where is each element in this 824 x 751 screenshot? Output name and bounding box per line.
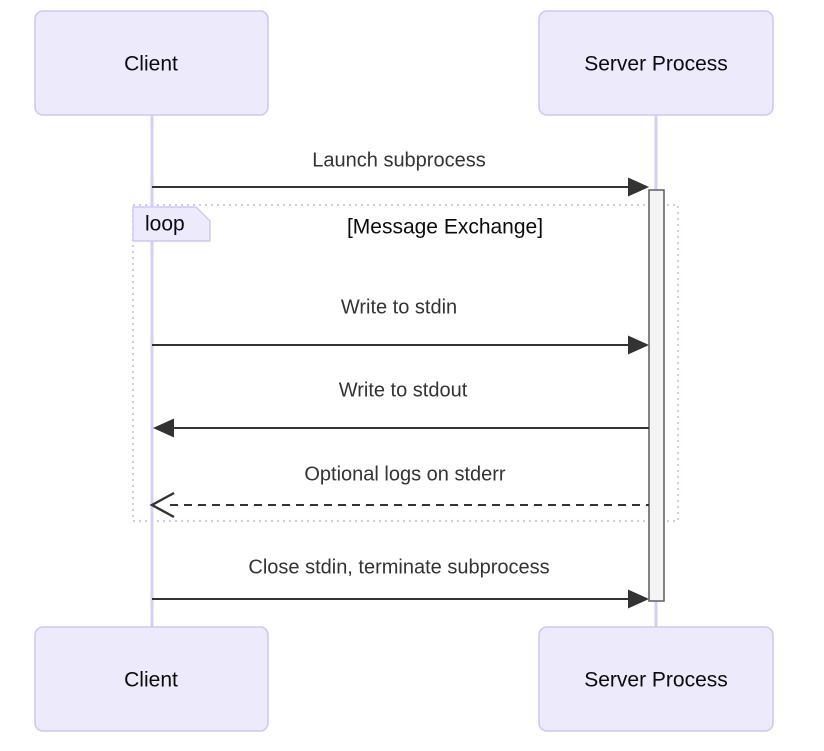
message-close-stdin-terminate-subprocess[interactable]: Close stdin, terminate subprocess: [152, 556, 649, 609]
message-label-launch-subprocess: Launch subprocess: [312, 149, 485, 171]
message-label-optional-logs-on-stderr: Optional logs on stderr: [304, 463, 506, 485]
actor-box-server-bottom: [538, 626, 774, 732]
loop-frame-border: [132, 204, 679, 522]
actor-label-server-bottom: Server Process: [584, 669, 728, 692]
actor-client-bottom[interactable]: Client: [34, 626, 269, 732]
actor-box-server-top: [538, 10, 774, 116]
arrowhead-left-write-to-stdout: [153, 418, 174, 438]
message-write-to-stdout[interactable]: Write to stdout: [153, 379, 649, 438]
activation-bars-group: [648, 189, 665, 602]
actor-server-top[interactable]: Server Process: [538, 10, 774, 116]
message-write-to-stdin[interactable]: Write to stdin: [152, 296, 649, 355]
arrowhead-right-close-stdin-terminate-subprocess: [628, 589, 649, 609]
arrowhead-right-launch-subprocess: [628, 177, 649, 197]
loop-fragment[interactable]: loop [Message Exchange]: [132, 204, 679, 522]
activation-bar-server: [648, 189, 665, 602]
message-label-write-to-stdout: Write to stdout: [339, 379, 468, 401]
arrowhead-right-write-to-stdin: [628, 335, 649, 355]
loop-tab-shape: [132, 206, 211, 242]
loop-fragment-title: [Message Exchange]: [347, 216, 543, 239]
actor-client-top[interactable]: Client: [34, 10, 269, 116]
actor-box-client-top: [34, 10, 269, 116]
loop-tab-label: loop: [145, 213, 185, 236]
actor-label-client-bottom: Client: [124, 669, 178, 692]
actor-server-bottom[interactable]: Server Process: [538, 626, 774, 732]
message-label-write-to-stdin: Write to stdin: [341, 296, 457, 318]
actor-label-server-top: Server Process: [584, 53, 728, 76]
message-optional-logs-on-stderr[interactable]: Optional logs on stderr: [149, 463, 649, 519]
arrowhead-left-open-optional-logs-on-stderr: [149, 491, 175, 519]
actor-box-client-bottom: [34, 626, 269, 732]
message-launch-subprocess[interactable]: Launch subprocess: [152, 149, 649, 197]
lifelines-group: [150, 115, 658, 627]
message-label-close-stdin-terminate-subprocess: Close stdin, terminate subprocess: [248, 556, 549, 578]
actor-label-client-top: Client: [124, 53, 178, 76]
